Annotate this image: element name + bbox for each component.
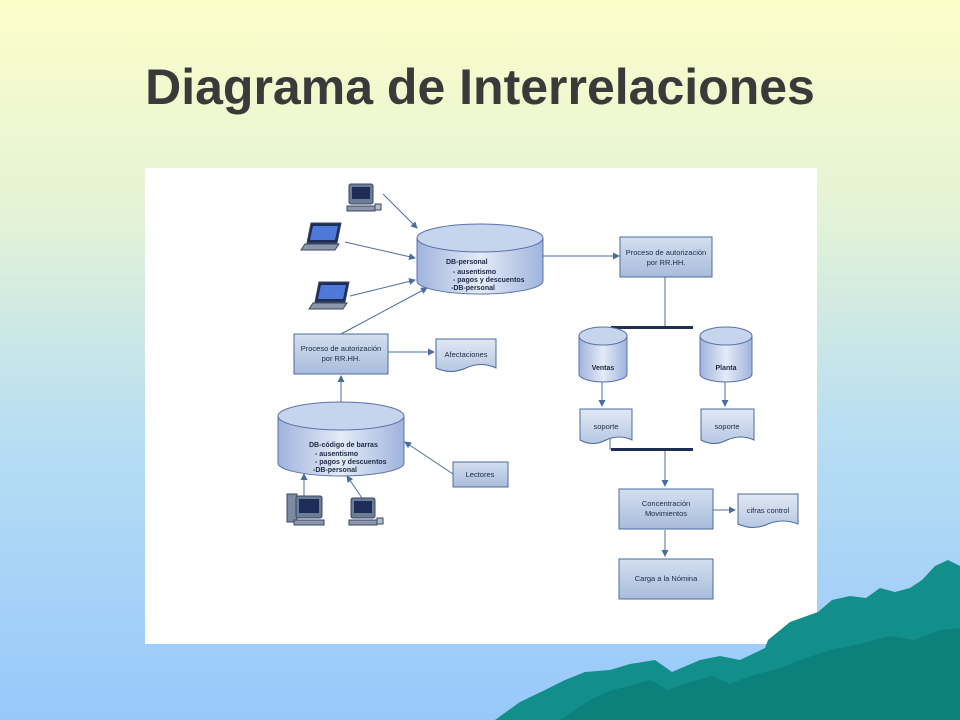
db-barras-line: - pagos y descuentos	[315, 459, 387, 466]
db-barras-line: - ausentismo	[315, 451, 358, 458]
arrow-lectores-to-dbbarras	[404, 441, 454, 475]
cifras-control-document[interactable]: cifras control	[737, 493, 799, 528]
proceso-autorizacion-left-box[interactable]: Proceso de autorización por RR.HH.	[293, 333, 389, 375]
proceso-left-line: Proceso de autorización	[301, 344, 381, 353]
proceso-right-line: Proceso de autorización	[626, 248, 706, 257]
afectaciones-document[interactable]: Afectaciones	[435, 338, 497, 372]
afectaciones-label: Afectaciones	[445, 350, 488, 359]
desktop-computer-icon	[348, 497, 384, 526]
concentracion-line: Concentración	[642, 499, 690, 508]
lectores-label: Lectores	[466, 470, 495, 479]
lectores-box[interactable]: Lectores	[452, 461, 509, 488]
laptop-icon	[300, 222, 342, 251]
planta-label: Planta	[715, 365, 736, 372]
db-personal-line: -DB-personal	[451, 285, 495, 292]
soporte-left-label: soporte	[593, 422, 618, 431]
db-personal-cylinder[interactable]: DB-personal - ausentismo - pagos y descu…	[416, 223, 544, 295]
carga-nomina-box[interactable]: Carga a la Nómina	[618, 558, 714, 600]
proceso-autorizacion-right-box[interactable]: Proceso de autorización por RR.HH.	[619, 236, 713, 278]
interrelation-diagram: DB-personal - ausentismo - pagos y descu…	[145, 168, 817, 644]
desktop-computer-icon	[346, 183, 382, 212]
arrow-laptop2-to-dbpersonal	[349, 278, 416, 297]
arrow-desktop3-to-dbbarras	[346, 475, 363, 499]
soporte-left-document[interactable]: soporte	[579, 408, 633, 444]
db-codigo-barras-cylinder[interactable]: DB-código de barras - ausentismo - pagos…	[277, 401, 405, 477]
db-barras-line: -DB-personal	[313, 467, 357, 474]
soporte-right-label: soporte	[714, 422, 739, 431]
arrow-proceso-to-dbpersonal	[340, 287, 428, 335]
ventas-cylinder[interactable]: Ventas	[578, 326, 628, 383]
concentracion-line: Movimientos	[645, 509, 687, 518]
split-bar	[611, 326, 693, 329]
proceso-left-line: por RR.HH.	[322, 354, 361, 363]
carga-nomina-label: Carga a la Nómina	[635, 574, 698, 583]
merge-bar	[611, 448, 693, 451]
db-personal-line: - ausentismo	[453, 269, 496, 276]
planta-cylinder[interactable]: Planta	[699, 326, 753, 383]
arrow-desktop-to-dbpersonal	[382, 193, 418, 229]
laptop-icon	[308, 281, 350, 310]
slide-title: Diagrama de Interrelaciones	[145, 59, 815, 115]
cifras-control-label: cifras control	[747, 506, 790, 515]
arrow-laptop1-to-dbpersonal	[344, 241, 416, 261]
soporte-right-document[interactable]: soporte	[700, 408, 755, 444]
db-barras-title: DB-código de barras	[309, 442, 378, 449]
concentracion-movimientos-box[interactable]: Concentración Movimientos	[618, 488, 714, 530]
proceso-right-line: por RR.HH.	[647, 258, 686, 267]
ventas-label: Ventas	[592, 365, 615, 372]
desktop-computer-icon	[286, 493, 325, 526]
db-personal-line: - pagos y descuentos	[453, 277, 525, 284]
db-personal-title: DB-personal	[446, 259, 488, 266]
